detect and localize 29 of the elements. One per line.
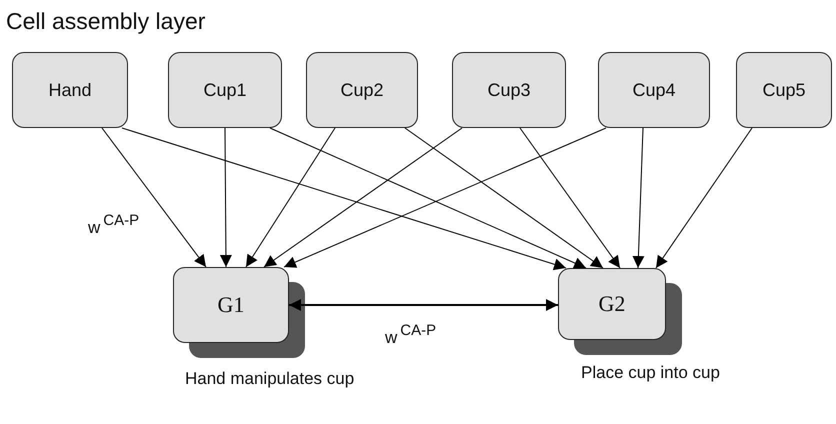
node-caption: Hand manipulates cup	[185, 368, 356, 390]
node-label: G2	[598, 291, 626, 317]
arrow	[520, 128, 620, 268]
arrow	[122, 128, 566, 270]
process-box	[598, 52, 710, 128]
arrow	[220, 128, 232, 268]
arrow	[102, 128, 206, 268]
weight-label: w$^{CA-P}$	[88, 212, 140, 238]
arrow	[656, 128, 752, 268]
arrow	[246, 128, 336, 268]
node-label: G1	[218, 292, 244, 318]
node-label: Cup1	[203, 80, 247, 100]
node-label: Cup4	[632, 80, 676, 100]
process-box	[736, 52, 832, 128]
arrow	[632, 128, 644, 268]
diagram-title: Cell assembly layer	[6, 8, 206, 35]
node-caption: Place cup into cup	[581, 362, 721, 384]
arrow	[404, 128, 604, 268]
node-label: Cup2	[340, 80, 384, 100]
process-box	[452, 52, 566, 128]
process-box	[12, 52, 128, 128]
node-label: Cup5	[762, 80, 806, 100]
arrow	[289, 299, 558, 311]
process-box	[306, 52, 418, 128]
node-label: Cup3	[487, 80, 531, 100]
weight-label: w$^{CA-P}$	[385, 322, 436, 348]
node-label: Hand	[48, 80, 92, 100]
process-box	[168, 52, 282, 128]
arrow	[264, 128, 462, 268]
